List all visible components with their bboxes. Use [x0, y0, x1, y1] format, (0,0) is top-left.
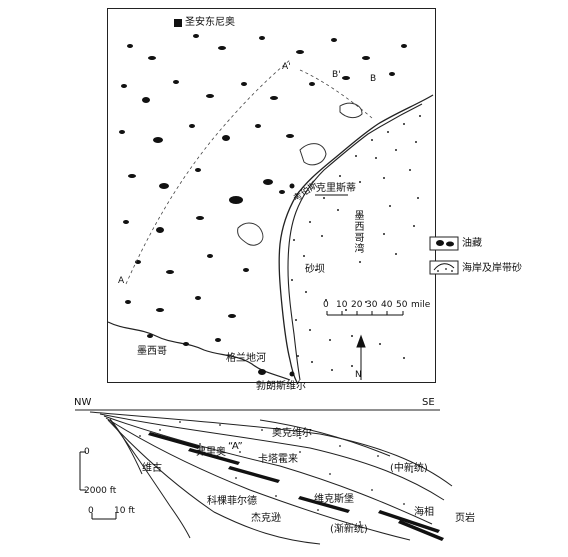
label-gulf-of-mexico: 墨西哥湾 — [352, 210, 363, 254]
xs-label-jackson: 杰克逊 — [251, 513, 281, 524]
xs-label-vicksburg: 维克斯堡 — [314, 494, 354, 505]
section-line-b — [299, 69, 373, 119]
scale-tick-30: 30 — [366, 300, 378, 310]
xs-label-catahoula: 卡塔霍来 — [258, 454, 298, 465]
barrier-island — [287, 103, 423, 381]
oil-fields — [119, 34, 407, 375]
cross-section-dots — [139, 421, 413, 523]
label-section-a-prime: A' — [282, 62, 291, 72]
legend-sand-swatch — [429, 260, 459, 275]
coastal-sand-stipple — [291, 115, 421, 371]
xs-label-shale: 页岩 — [455, 513, 475, 524]
corpus-christi-marker — [289, 183, 295, 189]
legend-oil-swatch — [429, 236, 459, 251]
xs-label-cockfield: 科棵菲尔德 — [207, 496, 257, 507]
hscale-zero: 0 — [88, 506, 94, 516]
label-corpus-christi: 克里斯蒂 — [316, 183, 356, 194]
vscale-zero: 0 — [84, 447, 90, 457]
xs-label-marine: 海相 — [414, 507, 434, 518]
scale-tick-40: 40 — [381, 300, 393, 310]
xs-label-frio-a: “A” — [228, 441, 243, 452]
label-section-b: B — [370, 74, 377, 84]
label-mexico: 墨西哥 — [137, 346, 167, 357]
horizontal-scale-graphic — [91, 513, 117, 520]
scale-tick-0: 0 — [323, 300, 329, 310]
xs-label-yegua: 维古 — [142, 463, 162, 474]
scale-unit: mile — [411, 300, 431, 310]
coastline — [278, 94, 434, 385]
legend-sand-label: 海岸及岸带砂 — [462, 263, 522, 274]
cross-section-strata — [89, 411, 453, 545]
xs-label-oligocene: (渐新统) — [330, 524, 368, 535]
san-antonio-marker — [174, 19, 182, 27]
label-san-antonio: 圣安东尼奥 — [185, 17, 235, 28]
north-label: N — [355, 370, 362, 380]
bay-outline — [339, 102, 363, 119]
hscale-value: 10 ft — [114, 506, 135, 516]
bay-outline — [237, 222, 264, 246]
north-arrow-graphic — [356, 334, 366, 380]
brownsville-marker — [289, 371, 295, 377]
cross-section-sands — [148, 432, 444, 541]
label-section-b-prime: B' — [332, 70, 341, 80]
label-section-a: A — [118, 276, 125, 286]
label-barrier-bar: 砂坝 — [305, 264, 325, 275]
vertical-scale-graphic — [79, 451, 86, 491]
xs-label-frio: 弗里奥 — [196, 447, 226, 458]
scale-tick-50: 50 — [396, 300, 408, 310]
xs-label-nw: NW — [74, 397, 92, 408]
xs-label-oakville: 奥克维尔 — [272, 428, 312, 439]
vscale-value: 2000 ft — [84, 486, 117, 496]
legend-oil-label: 油藏 — [462, 238, 482, 249]
bay-outline — [299, 143, 327, 166]
scale-bar-graphic — [326, 311, 404, 316]
xs-label-miocene: (中新统) — [390, 463, 428, 474]
scale-tick-20: 20 — [351, 300, 363, 310]
map-frame — [107, 8, 436, 383]
label-brownsville: 勃朗斯维尔 — [256, 381, 306, 392]
xs-label-se: SE — [422, 397, 435, 408]
label-rio-grande: 格兰地河 — [226, 353, 266, 364]
section-line-a — [125, 59, 291, 285]
scale-tick-10: 10 — [336, 300, 348, 310]
